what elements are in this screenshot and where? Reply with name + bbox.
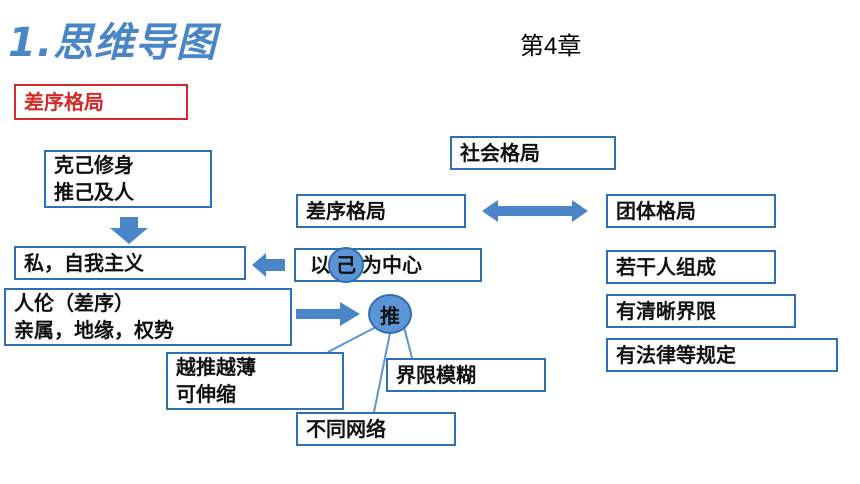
differential-pattern-label: 差序格局 — [306, 198, 386, 223]
social-pattern-label: 社会格局 — [460, 140, 540, 165]
social-pattern-box: 社会格局 — [450, 136, 616, 170]
slide-title: 1.思维导图 — [8, 20, 218, 66]
blurry-boundary-box: 界限模糊 — [386, 358, 546, 392]
right-arrow-icon — [296, 302, 360, 326]
differential-pattern-box: 差序格局 — [296, 194, 466, 228]
heading-label: 差序格局 — [24, 89, 104, 114]
networks-label: 不同网络 — [306, 416, 386, 441]
self-center-box: 以 己 为中心 — [294, 247, 482, 283]
shrink-line-2: 可伸缩 — [176, 382, 236, 406]
shrink-line-1: 越推越薄 — [176, 355, 256, 379]
group-pattern-label: 团体格局 — [616, 198, 696, 223]
egoism-label: 私，自我主义 — [24, 250, 144, 275]
networks-box: 不同网络 — [296, 412, 456, 446]
trait-members-label: 若干人组成 — [616, 254, 716, 279]
self-cultivation-box: 克己修身 推己及人 — [44, 150, 212, 208]
relations-box: 人伦（差序） 亲属，地缘，权势 — [4, 288, 292, 346]
relations-line-2: 亲属，地缘，权势 — [14, 318, 174, 342]
heading-box: 差序格局 — [14, 84, 188, 120]
trait-laws-label: 有法律等规定 — [616, 342, 736, 367]
trait-boundaries-label: 有清晰界限 — [616, 298, 716, 323]
group-pattern-box: 团体格局 — [606, 194, 776, 228]
self-center-part-3: 为中心 — [362, 252, 422, 277]
self-circle-badge: 己 — [328, 247, 364, 283]
trait-boundaries-box: 有清晰界限 — [606, 294, 796, 328]
egoism-box: 私，自我主义 — [14, 246, 246, 280]
relations-line-1: 人伦（差序） — [14, 291, 134, 315]
self-center-part-1: 以 — [310, 252, 330, 277]
trait-members-box: 若干人组成 — [606, 250, 776, 284]
blurry-boundary-label: 界限模糊 — [396, 362, 476, 387]
trait-laws-box: 有法律等规定 — [606, 338, 838, 372]
shrink-box: 越推越薄 可伸缩 — [166, 352, 344, 410]
self-cultivation-line-1: 克己修身 — [54, 153, 134, 177]
left-arrow-icon — [252, 253, 285, 277]
push-label: 推 — [380, 304, 400, 328]
down-arrow-icon — [110, 217, 148, 244]
chapter-label: 第4章 — [520, 33, 582, 60]
push-circle — [368, 294, 412, 334]
double-arrow-icon — [482, 200, 588, 222]
self-cultivation-line-2: 推己及人 — [54, 180, 134, 204]
self-center-part-2: 己 — [336, 252, 356, 277]
